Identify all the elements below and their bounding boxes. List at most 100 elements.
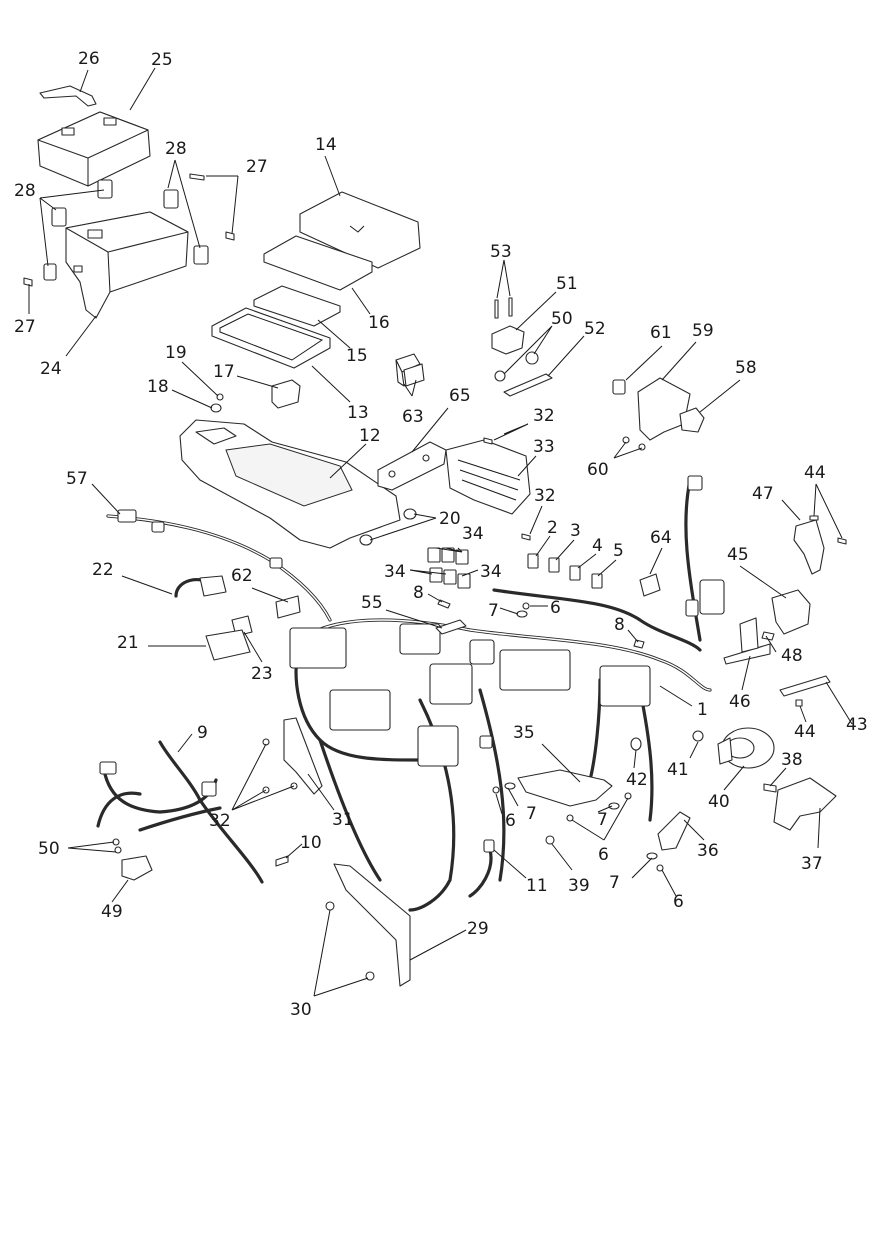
callout-38: 38 — [781, 750, 803, 770]
fuse-5 — [591, 573, 603, 589]
bracket-35 — [517, 769, 613, 807]
callout-7: 7 — [488, 601, 499, 621]
screw-32-a — [483, 437, 493, 445]
callout-42: 42 — [626, 770, 648, 790]
nut-50-d — [114, 846, 122, 854]
callout-49: 49 — [101, 902, 123, 922]
screw-6-c — [566, 814, 574, 822]
callout-27: 27 — [14, 317, 36, 337]
callout-9: 9 — [197, 723, 208, 743]
callout-62: 62 — [231, 566, 253, 586]
callout-50: 50 — [551, 309, 573, 329]
callout-21: 21 — [117, 633, 139, 653]
grommet-18 — [210, 403, 222, 413]
callout-33: 33 — [533, 437, 555, 457]
washer-7-a — [516, 610, 528, 618]
callout-37: 37 — [801, 854, 823, 874]
callout-22: 22 — [92, 560, 114, 580]
screw-27-c — [23, 277, 33, 287]
screw-6-e — [656, 864, 664, 872]
washer-7-b — [504, 782, 516, 790]
mat-16 — [263, 235, 373, 291]
callout-20: 20 — [439, 509, 461, 529]
sensor-58 — [679, 407, 705, 433]
sensor-57 — [117, 509, 137, 523]
fuse-box-33 — [445, 439, 531, 515]
connector-62 — [275, 595, 301, 619]
callout-43: 43 — [846, 715, 868, 735]
callout-2: 2 — [547, 518, 558, 538]
screw-44-b — [837, 537, 847, 545]
bracket-59 — [637, 377, 691, 441]
clip-61 — [612, 379, 626, 395]
screw-8-b — [633, 639, 645, 649]
bolt-41 — [692, 730, 704, 742]
callout-26: 26 — [78, 49, 100, 69]
callout-52: 52 — [584, 319, 606, 339]
clip-28-c — [163, 189, 179, 209]
callout-44: 44 — [794, 722, 816, 742]
callout-53: 53 — [490, 242, 512, 262]
callout-34: 34 — [462, 524, 484, 544]
washer-7-c — [608, 802, 620, 810]
horn-40 — [717, 727, 775, 769]
battery-box — [65, 211, 189, 319]
callout-59: 59 — [692, 321, 714, 341]
callout-57: 57 — [66, 469, 88, 489]
callout-50: 50 — [38, 839, 60, 859]
clip-28-e — [43, 263, 57, 281]
strap-43 — [779, 675, 831, 697]
screw-27-a — [189, 173, 205, 181]
fuse-3 — [548, 557, 560, 573]
connector-64 — [639, 573, 661, 597]
callout-31: 31 — [332, 810, 354, 830]
callout-35: 35 — [513, 723, 535, 743]
callout-14: 14 — [315, 135, 337, 155]
callout-30: 30 — [290, 1000, 312, 1020]
callout-6: 6 — [673, 892, 684, 912]
bracket-37 — [773, 777, 837, 831]
callout-11: 11 — [526, 876, 548, 896]
bolt-30-a — [325, 901, 335, 911]
nut-50-b — [494, 370, 506, 382]
screw-6-b — [492, 786, 500, 794]
callout-8: 8 — [413, 583, 424, 603]
callout-45: 45 — [727, 545, 749, 565]
connector-17 — [271, 379, 301, 409]
callout-61: 61 — [650, 323, 672, 343]
callout-10: 10 — [300, 833, 322, 853]
cable-11 — [468, 848, 493, 898]
callout-32: 32 — [533, 406, 555, 426]
screw-19 — [216, 393, 224, 401]
callout-64: 64 — [650, 528, 672, 548]
callout-28: 28 — [14, 181, 36, 201]
callout-47: 47 — [752, 484, 774, 504]
bracket-36 — [657, 811, 691, 851]
clip-55 — [435, 619, 467, 635]
callout-40: 40 — [708, 792, 730, 812]
grommet-20-b — [359, 534, 373, 546]
callout-55: 55 — [361, 593, 383, 613]
bolt-30-b — [365, 971, 375, 981]
callout-63: 63 — [402, 407, 424, 427]
clip-28-a — [51, 207, 67, 227]
callout-18: 18 — [147, 377, 169, 397]
callout-36: 36 — [697, 841, 719, 861]
callout-12: 12 — [359, 426, 381, 446]
callout-51: 51 — [556, 274, 578, 294]
callout-41: 41 — [667, 760, 689, 780]
callout-4: 4 — [592, 536, 603, 556]
bolt-53-a — [494, 299, 499, 319]
callout-48: 48 — [781, 646, 803, 666]
relays-63 — [395, 353, 425, 387]
sensor-22 — [199, 575, 227, 597]
washer-7-d — [646, 852, 658, 860]
strap-52 — [503, 373, 553, 397]
screw-10 — [275, 855, 289, 867]
callout-60: 60 — [587, 460, 609, 480]
callout-32: 32 — [209, 811, 231, 831]
callout-19: 19 — [165, 343, 187, 363]
relays-34 — [427, 547, 471, 589]
callout-6: 6 — [505, 811, 516, 831]
screw-32-b — [521, 533, 531, 541]
